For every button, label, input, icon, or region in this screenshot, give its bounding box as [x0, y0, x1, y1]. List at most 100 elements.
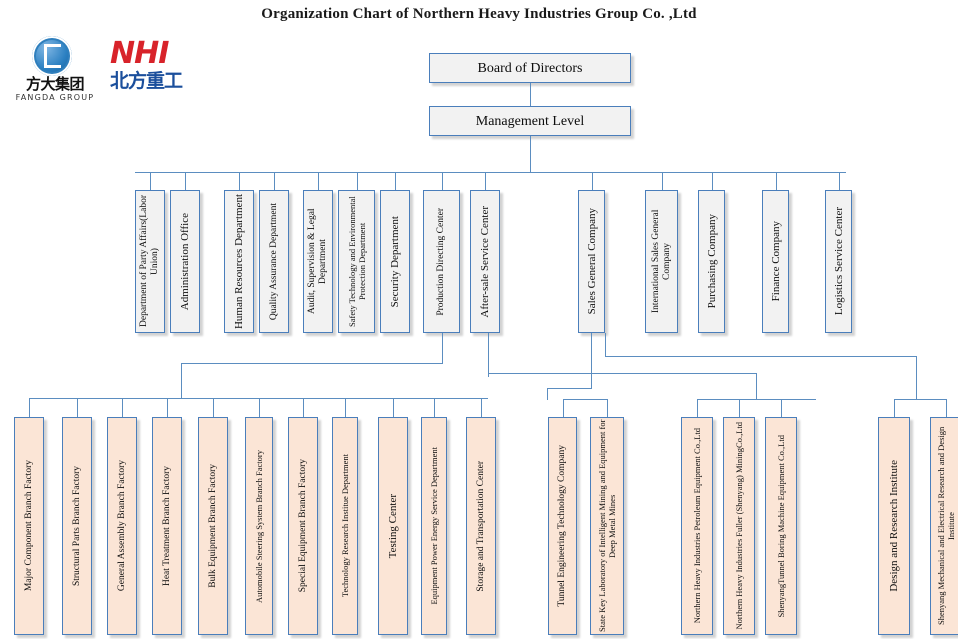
connector-drop-l2-right-2 — [712, 172, 713, 190]
node-l3-sales-1[interactable]: State Key Laboratory of Intelligent Mini… — [590, 417, 624, 635]
connector-drop-l3-production-10 — [481, 398, 482, 417]
node-l2-right-2[interactable]: Purchasing Company — [698, 190, 725, 333]
connector-drop-l3-subsidiary-2 — [781, 399, 782, 417]
node-label: Shenyang Mechanical and Electrical Resea… — [936, 426, 956, 626]
node-l3-subsidiary-0[interactable]: Northern Heavy Industries Petroleum Equi… — [681, 417, 713, 635]
node-l2-left-2[interactable]: Human Resources Department — [224, 190, 254, 333]
connector-sales-descend — [547, 388, 548, 399]
node-l3-institute-1[interactable]: Shenyang Mechanical and Electrical Resea… — [930, 417, 958, 635]
connector-board-to-management — [530, 83, 531, 106]
connector-aftersale-elbow — [488, 373, 756, 374]
node-l3-production-0[interactable]: Major Component Branch Factory — [14, 417, 44, 635]
connector-drop-l3-production-5 — [259, 398, 260, 417]
node-l3-production-1[interactable]: Structural Parts Branch Factory — [62, 417, 92, 635]
node-l3-production-3[interactable]: Heat Treatment Branch Factory — [152, 417, 182, 635]
connector-production-descend — [181, 363, 182, 399]
node-label: State Key Laboratory of Intelligent Mini… — [597, 419, 617, 633]
connector-level2-bus — [135, 172, 846, 173]
node-board-of-directors[interactable]: Board of Directors — [429, 53, 631, 83]
connector-institutes-descend — [916, 356, 917, 399]
node-l3-production-8[interactable]: Testing Center — [378, 417, 408, 635]
fangda-circle-f-icon — [32, 36, 72, 76]
node-l3-institute-0[interactable]: Design and Research Institute — [878, 417, 910, 635]
connector-drop-l2-left-3 — [274, 172, 275, 190]
logo-group: 方大集团 FANGDA GROUP NHI 北方重工 — [14, 36, 214, 108]
node-label: Department of Party Affairs(Labor Union) — [139, 195, 160, 328]
node-l2-left-8[interactable]: After-sale Service Center — [470, 190, 500, 333]
nhi-logo-english: NHI — [110, 36, 169, 71]
node-label: Logistics Service Center — [832, 207, 845, 316]
page-title: Organization Chart of Northern Heavy Ind… — [261, 6, 697, 22]
node-label: Purchasing Company — [705, 214, 718, 309]
node-label: Testing Center — [387, 493, 399, 559]
connector-management-trunk — [530, 136, 531, 172]
connector-drop-l3-production-4 — [213, 398, 214, 417]
connector-sales-bus — [563, 399, 608, 400]
node-label: Structural Parts Branch Factory — [71, 465, 82, 587]
node-label: ShenyangTunnel Boring Machine Equipment … — [776, 434, 786, 618]
node-l3-production-4[interactable]: Bulk Equipment Branch Factory — [198, 417, 228, 635]
node-management-level[interactable]: Management Level — [429, 106, 631, 136]
connector-drop-l2-right-0 — [592, 172, 593, 190]
node-l2-right-1[interactable]: International Sales General Company — [645, 190, 678, 333]
node-label: Management Level — [475, 113, 585, 129]
node-l3-production-5[interactable]: Automobile Steering System Branch Factor… — [245, 417, 273, 635]
node-l2-left-0[interactable]: Department of Party Affairs(Labor Union) — [135, 190, 165, 333]
node-l3-production-6[interactable]: Special Equipment Branch Factory — [288, 417, 318, 635]
node-label: Quality Assurance Department — [268, 202, 279, 321]
node-l2-right-0[interactable]: Sales General Company — [578, 190, 605, 333]
node-label: Finance Company — [769, 221, 782, 302]
node-l2-left-4[interactable]: Audit, Supervision & Legal Department — [303, 190, 333, 333]
connector-drop-l3-production-1 — [77, 398, 78, 417]
node-l2-right-4[interactable]: Logistics Service Center — [825, 190, 852, 333]
node-label: Tunnel Engineering Technology Company — [557, 445, 567, 607]
connector-drop-l3-production-8 — [393, 398, 394, 417]
connector-drop-l2-left-5 — [357, 172, 358, 190]
connector-production-elbow — [181, 363, 443, 364]
fangda-logo-chinese: 方大集团 — [25, 75, 85, 93]
connector-drop-l3-subsidiary-0 — [697, 399, 698, 417]
connector-drop-l3-production-9 — [434, 398, 435, 417]
node-l2-left-6[interactable]: Security Department — [380, 190, 410, 333]
node-l3-subsidiary-1[interactable]: Northern Heavy Industries Fuller (Shenya… — [723, 417, 755, 635]
node-l3-production-2[interactable]: General Assembly Branch Factory — [107, 417, 137, 635]
node-label: Safety Technology and Environmental Prot… — [346, 196, 367, 327]
connector-drop-l3-production-6 — [303, 398, 304, 417]
node-l2-left-3[interactable]: Quality Assurance Department — [259, 190, 289, 333]
node-label: General Assembly Branch Factory — [116, 460, 127, 592]
connector-drop-l2-left-2 — [239, 172, 240, 190]
connector-drop-l3-sales-0 — [563, 399, 564, 417]
node-label: Audit, Supervision & Legal Department — [307, 208, 328, 315]
node-l3-sales-0[interactable]: Tunnel Engineering Technology Company — [548, 417, 577, 635]
node-label: Administration Office — [179, 212, 191, 311]
connector-drop-l2-left-1 — [185, 172, 186, 190]
node-label: After-sale Service Center — [479, 205, 491, 318]
node-l3-production-7[interactable]: Technology Research Institue Department — [332, 417, 358, 635]
node-label: Automobile Steering System Branch Factor… — [254, 449, 264, 603]
node-l2-left-1[interactable]: Administration Office — [170, 190, 200, 333]
node-label: Board of Directors — [477, 60, 583, 76]
node-l2-left-7[interactable]: Production Directing Center — [423, 190, 460, 333]
connector-drop-l2-left-0 — [150, 172, 151, 190]
node-l2-left-5[interactable]: Safety Technology and Environmental Prot… — [338, 190, 375, 333]
connector-drop-l2-left-8 — [485, 172, 486, 190]
connector-drop-l3-production-7 — [345, 398, 346, 417]
nhi-logo-chinese: 北方重工 — [110, 70, 183, 92]
connector-drop-l2-right-3 — [776, 172, 777, 190]
node-l2-right-3[interactable]: Finance Company — [762, 190, 789, 333]
node-label: Major Component Branch Factory — [23, 460, 34, 592]
connector-subsidiaries-bus — [697, 399, 816, 400]
connector-sales-elbow — [547, 388, 592, 389]
node-l3-production-9[interactable]: Equipment Power Energy Service Departmen… — [421, 417, 447, 635]
connector-production-bus — [29, 398, 488, 399]
node-label: Northern Heavy Industries Petroleum Equi… — [692, 428, 702, 624]
connector-logistics-stub-down — [605, 333, 606, 357]
connector-drop-l3-production-0 — [29, 398, 30, 417]
connector-institutes-bus — [894, 399, 946, 400]
connector-drop-l3-production-3 — [167, 398, 168, 417]
connector-institutes-elbow — [605, 356, 916, 357]
connector-production-stub-down — [442, 333, 443, 364]
node-l3-subsidiary-2[interactable]: ShenyangTunnel Boring Machine Equipment … — [765, 417, 797, 635]
connector-drop-l2-right-1 — [662, 172, 663, 190]
node-l3-production-10[interactable]: Storage and Transportation Center — [466, 417, 496, 635]
